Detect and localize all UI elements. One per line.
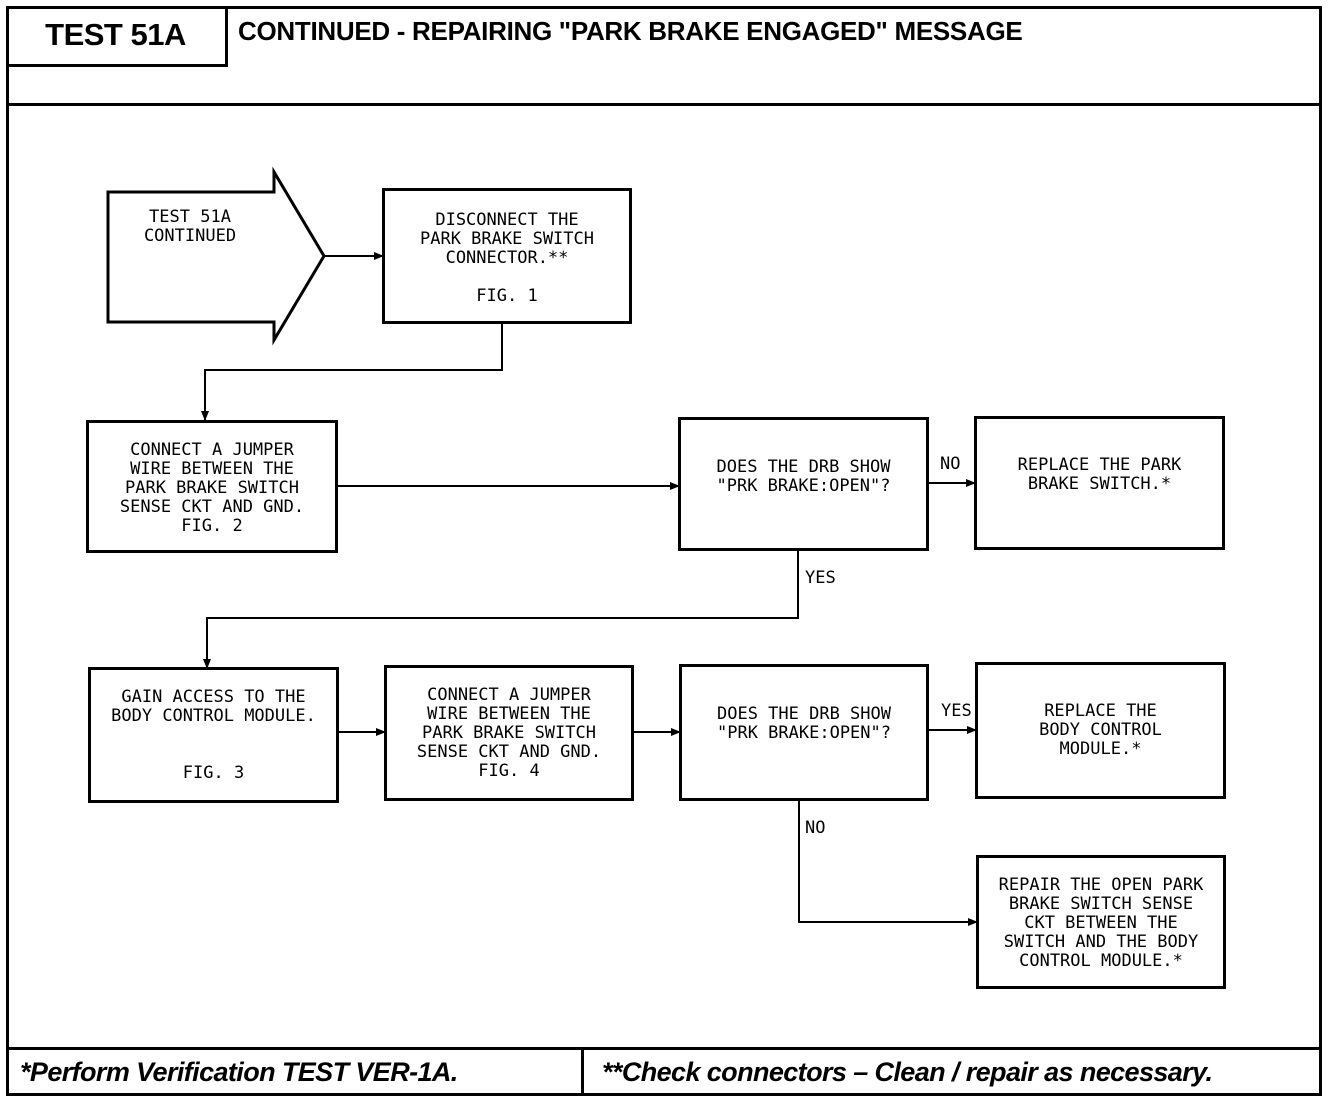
result-replace-bcm-text: REPLACE THE BODY CONTROL MODULE.* (1039, 701, 1162, 759)
step-disconnect-connector-text: DISCONNECT THE PARK BRAKE SWITCH CONNECT… (420, 210, 594, 306)
step-jumper-wire-1-text: CONNECT A JUMPER WIRE BETWEEN THE PARK B… (119, 440, 305, 536)
page-title: CONTINUED - REPAIRING "PARK BRAKE ENGAGE… (238, 16, 1023, 46)
connector-decision2-result3 (798, 800, 978, 926)
step-disconnect-connector: DISCONNECT THE PARK BRAKE SWITCH CONNECT… (382, 188, 632, 324)
result-replace-bcm: REPLACE THE BODY CONTROL MODULE.* (975, 662, 1226, 799)
footer-divider (6, 1047, 1322, 1050)
decision2-yes-label: YES (941, 701, 972, 721)
start-label: TEST 51A CONTINUED (143, 207, 237, 246)
result-replace-park-brake-switch: REPLACE THE PARK BRAKE SWITCH.* (974, 416, 1225, 550)
decision-drb-show-2: DOES THE DRB SHOW "PRK BRAKE:OPEN"? (679, 664, 929, 801)
decision-drb-show-2-text: DOES THE DRB SHOW "PRK BRAKE:OPEN"? (717, 704, 891, 743)
footer-verification-note: *Perform Verification TEST VER-1A. (20, 1057, 458, 1087)
step-jumper-wire-2: CONNECT A JUMPER WIRE BETWEEN THE PARK B… (384, 665, 634, 801)
result-repair-open-circuit-text: REPAIR THE OPEN PARK BRAKE SWITCH SENSE … (998, 875, 1204, 971)
step-jumper-wire-1: CONNECT A JUMPER WIRE BETWEEN THE PARK B… (86, 420, 338, 553)
test-number-label: TEST 51A (6, 6, 228, 67)
page-frame (6, 6, 1322, 1096)
footer-connector-note: **Check connectors – Clean / repair as n… (602, 1057, 1213, 1087)
decision-drb-show-1-text: DOES THE DRB SHOW "PRK BRAKE:OPEN"? (716, 457, 891, 496)
decision1-no-label: NO (940, 454, 961, 474)
result-replace-park-brake-switch-text: REPLACE THE PARK BRAKE SWITCH.* (1017, 455, 1182, 494)
decision1-yes-label: YES (805, 568, 836, 588)
step-gain-access-bcm-text: GAIN ACCESS TO THE BODY CONTROL MODULE. … (111, 687, 316, 783)
header-divider (6, 103, 1322, 106)
start-arrow-shape (106, 166, 326, 346)
decision2-no-label: NO (805, 818, 826, 838)
step-jumper-wire-2-text: CONNECT A JUMPER WIRE BETWEEN THE PARK B… (416, 685, 602, 781)
footer-column-divider (581, 1047, 584, 1096)
step-gain-access-bcm: GAIN ACCESS TO THE BODY CONTROL MODULE. … (88, 667, 339, 803)
connector-step1-step2 (201, 323, 503, 421)
result-repair-open-circuit: REPAIR THE OPEN PARK BRAKE SWITCH SENSE … (976, 855, 1226, 989)
decision-drb-show-1: DOES THE DRB SHOW "PRK BRAKE:OPEN"? (678, 417, 929, 551)
connector-decision1-step3 (203, 550, 799, 669)
